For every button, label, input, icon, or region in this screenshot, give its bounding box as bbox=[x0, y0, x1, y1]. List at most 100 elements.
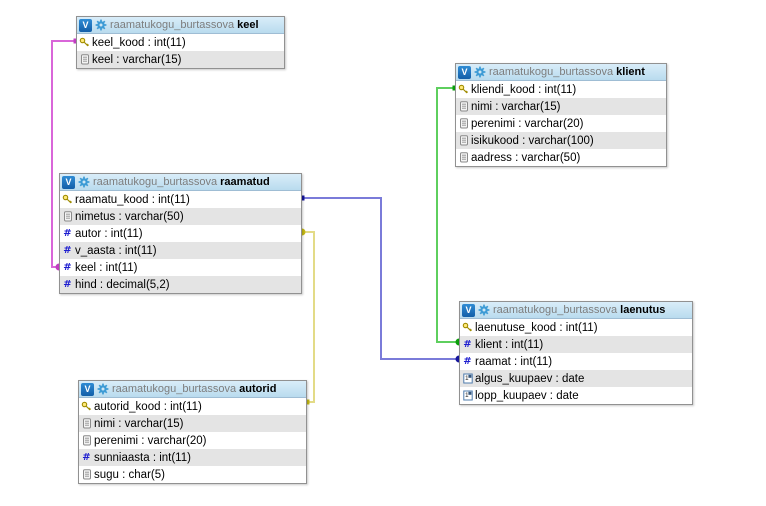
gear-icon[interactable] bbox=[478, 304, 490, 316]
text-column-icon bbox=[60, 211, 75, 222]
field-row[interactable]: autorid_kood : int(11) bbox=[79, 398, 306, 415]
field-label: nimetus : varchar(50) bbox=[75, 210, 184, 223]
field-row[interactable]: nimi : varchar(15) bbox=[456, 98, 666, 115]
table-name: keel bbox=[237, 19, 259, 31]
field-label: isikukood : varchar(100) bbox=[471, 134, 594, 147]
database-name: raamatukogu_burtassova bbox=[489, 66, 614, 78]
field-row[interactable]: #klient : int(11) bbox=[460, 336, 692, 353]
view-toggle-icon[interactable]: V bbox=[62, 175, 75, 189]
view-toggle-icon[interactable]: V bbox=[458, 65, 471, 79]
numeric-column-icon: # bbox=[63, 279, 72, 290]
numeric-column-icon: # bbox=[463, 356, 472, 367]
field-row[interactable]: sugu : char(5) bbox=[79, 466, 306, 483]
svg-text:1: 1 bbox=[465, 392, 469, 399]
field-label: raamatu_kood : int(11) bbox=[75, 193, 190, 206]
field-label: sugu : char(5) bbox=[94, 468, 165, 481]
table-name: autorid bbox=[239, 383, 277, 395]
field-label: autor : int(11) bbox=[75, 227, 143, 240]
database-name: raamatukogu_burtassova bbox=[112, 383, 237, 395]
field-row[interactable]: #autor : int(11) bbox=[60, 225, 301, 242]
table-name: raamatud bbox=[220, 176, 270, 188]
field-row[interactable]: perenimi : varchar(20) bbox=[79, 432, 306, 449]
field-label: algus_kuupaev : date bbox=[475, 372, 585, 385]
field-row[interactable]: raamatu_kood : int(11) bbox=[60, 191, 301, 208]
field-label: perenimi : varchar(20) bbox=[94, 434, 207, 447]
database-name: raamatukogu_burtassova bbox=[93, 176, 218, 188]
relation-square-marker bbox=[304, 399, 310, 405]
numeric-column-icon: # bbox=[63, 228, 72, 239]
field-label: lopp_kuupaev : date bbox=[475, 389, 579, 402]
field-label: nimi : varchar(15) bbox=[94, 417, 184, 430]
relation-square-marker bbox=[299, 195, 305, 201]
numeric-column-icon: # bbox=[63, 245, 72, 256]
field-row[interactable]: isikukood : varchar(100) bbox=[456, 132, 666, 149]
field-label: keel : varchar(15) bbox=[92, 53, 182, 66]
field-row[interactable]: #sunniaasta : int(11) bbox=[79, 449, 306, 466]
gear-icon[interactable] bbox=[95, 19, 107, 31]
field-label: hind : decimal(5,2) bbox=[75, 278, 170, 291]
field-label: raamat : int(11) bbox=[475, 355, 553, 368]
primary-key-icon bbox=[79, 401, 94, 412]
view-toggle-icon[interactable]: V bbox=[79, 18, 92, 32]
numeric-column-icon: # bbox=[63, 262, 72, 273]
text-column-icon bbox=[79, 435, 94, 446]
field-row[interactable]: #v_aasta : int(11) bbox=[60, 242, 301, 259]
database-name: raamatukogu_burtassova bbox=[110, 19, 235, 31]
field-row[interactable]: nimi : varchar(15) bbox=[79, 415, 306, 432]
database-name: raamatukogu_burtassova bbox=[493, 304, 618, 316]
text-column-icon bbox=[456, 118, 471, 129]
field-label: keel : int(11) bbox=[75, 261, 138, 274]
field-label: klient : int(11) bbox=[475, 338, 544, 351]
numeric-column-icon: # bbox=[463, 339, 472, 350]
relation-line-raamatud-laenutus[interactable] bbox=[302, 197, 459, 360]
field-row[interactable]: keel_kood : int(11) bbox=[77, 34, 284, 51]
field-label: keel_kood : int(11) bbox=[92, 36, 186, 49]
field-row[interactable]: 1 algus_kuupaev : date bbox=[460, 370, 692, 387]
field-row[interactable]: laenutuse_kood : int(11) bbox=[460, 319, 692, 336]
field-label: perenimi : varchar(20) bbox=[471, 117, 584, 130]
relation-line-klient-laenutus[interactable] bbox=[436, 87, 459, 343]
text-column-icon bbox=[456, 152, 471, 163]
field-row[interactable]: keel : varchar(15) bbox=[77, 51, 284, 68]
gear-icon[interactable] bbox=[474, 66, 486, 78]
numeric-column-icon: # bbox=[82, 452, 91, 463]
gear-icon[interactable] bbox=[97, 383, 109, 395]
date-column-icon: 1 bbox=[460, 373, 475, 384]
text-column-icon bbox=[456, 135, 471, 146]
date-column-icon: 1 bbox=[460, 390, 475, 401]
text-column-icon bbox=[456, 101, 471, 112]
text-column-icon bbox=[77, 54, 92, 65]
field-row[interactable]: #raamat : int(11) bbox=[460, 353, 692, 370]
field-row[interactable]: #keel : int(11) bbox=[60, 259, 301, 276]
field-label: sunniaasta : int(11) bbox=[94, 451, 191, 464]
gear-icon[interactable] bbox=[78, 176, 90, 188]
svg-text:1: 1 bbox=[465, 375, 469, 382]
field-row[interactable]: #hind : decimal(5,2) bbox=[60, 276, 301, 293]
primary-key-icon bbox=[77, 37, 92, 48]
relation-line-raamatud-autorid[interactable] bbox=[302, 231, 315, 403]
field-row[interactable]: aadress : varchar(50) bbox=[456, 149, 666, 166]
text-column-icon bbox=[79, 469, 94, 480]
field-label: autorid_kood : int(11) bbox=[94, 400, 202, 413]
field-row[interactable]: perenimi : varchar(20) bbox=[456, 115, 666, 132]
field-label: kliendi_kood : int(11) bbox=[471, 83, 577, 96]
view-toggle-icon[interactable]: V bbox=[462, 303, 475, 317]
field-row[interactable]: 1 lopp_kuupaev : date bbox=[460, 387, 692, 404]
field-row[interactable]: kliendi_kood : int(11) bbox=[456, 81, 666, 98]
view-toggle-icon[interactable]: V bbox=[81, 382, 94, 396]
field-row[interactable]: nimetus : varchar(50) bbox=[60, 208, 301, 225]
text-column-icon bbox=[79, 418, 94, 429]
primary-key-icon bbox=[460, 322, 475, 333]
